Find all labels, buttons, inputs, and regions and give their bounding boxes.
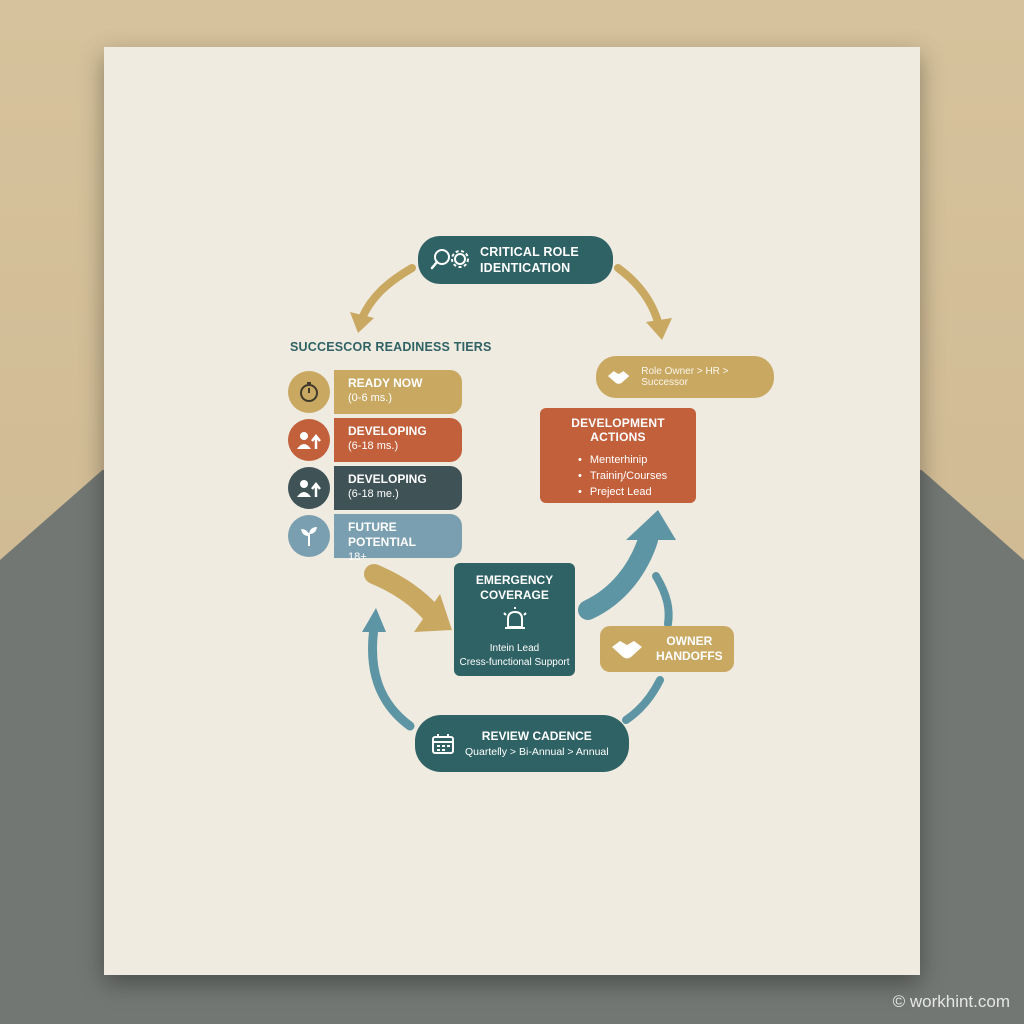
arrow-critical-to-roles	[614, 264, 662, 326]
search-gear-icon	[430, 249, 469, 270]
handshake-icon	[607, 371, 630, 384]
development-actions-title: DEVELOPMENT ACTIONS	[571, 416, 665, 444]
handoffs-line2: HANDOFFS	[656, 649, 723, 663]
poster	[104, 47, 920, 975]
arrow-critical-to-roles-head	[646, 318, 672, 340]
review-sub: Quarteſly > Bi-Annual > Annual	[465, 746, 609, 758]
tier-range: 18+	[348, 551, 367, 563]
alarm-light-icon	[502, 607, 527, 629]
review-title: REVIEW CADENCE	[481, 729, 592, 743]
critical-role-node: CRITICAL ROLE IDENTICATION	[418, 236, 613, 284]
person-growth-icon	[288, 419, 330, 461]
role-chain-label: Role Owner > HR > Successor	[641, 366, 729, 388]
tier-developing-1: DEVELOPING (6-18 ms.)	[288, 418, 462, 462]
owner-handoffs-label: OWNER HANDOFFS	[656, 634, 723, 664]
arrow-tiers-to-emergency-head	[414, 594, 452, 632]
tier-bar: FUTURE POTENTIAL 18+	[334, 514, 462, 563]
arrow-handoffs-to-review	[622, 676, 664, 724]
arrow-critical-to-tiers-head	[350, 312, 374, 333]
review-cadence-node: REVIEW CADENCE Quarteſly > Bi-Annual > A…	[415, 715, 629, 772]
arrow-review-to-tiers-head	[362, 608, 386, 632]
critical-role-line2: IDENTICATION	[480, 261, 571, 275]
critical-role-line1: CRITICAL ROLE	[480, 245, 579, 259]
tier-ready-now: READY NOW (0-6 ms.)	[288, 370, 462, 414]
arrow-review-to-tiers	[368, 623, 415, 731]
person-growth-icon	[288, 467, 330, 509]
review-label: REVIEW CADENCE Quarteſly > Bi-Annual > A…	[465, 729, 609, 758]
handoffs-line1: OWNER	[666, 634, 713, 648]
emergency-coverage-node: EMERGENCY COVERAGE Intein Lead Cress-fun…	[454, 563, 575, 676]
arrow-emergency-to-development-head	[626, 510, 676, 540]
tier-range: (6-18 ms.)	[348, 440, 399, 452]
calendar-icon	[432, 733, 454, 754]
tier-future-potential: FUTURE POTENTIAL 18+	[288, 514, 462, 563]
tier-label: DEVELOPING	[348, 424, 427, 438]
tier-developing-2: DEVELOPING (6-18 me.)	[288, 466, 462, 510]
development-action-item: Menterhinip	[578, 452, 686, 468]
tier-bar: READY NOW (0-6 ms.)	[334, 370, 462, 414]
emergency-line2: COVERAGE	[480, 588, 549, 602]
development-action-item: Trainiŋ/Courses	[578, 468, 686, 484]
tier-label: FUTURE POTENTIAL	[348, 520, 416, 549]
development-actions-list: Menterhinip Trainiŋ/Courses Preject Lead	[550, 452, 686, 500]
tier-label: READY NOW	[348, 376, 423, 390]
tier-range: (0-6 ms.)	[348, 392, 392, 404]
emergency-sub1: Intein Lead	[489, 643, 540, 654]
tier-bar: DEVELOPING (6-18 ms.)	[334, 418, 462, 462]
tier-range: (6-18 me.)	[348, 488, 399, 500]
sprout-icon	[288, 515, 330, 557]
tier-label: DEVELOPING	[348, 472, 427, 486]
emergency-line1: EMERGENCY	[475, 573, 554, 587]
handshake-icon	[612, 641, 642, 659]
tiers-title: SUCCESCOR READINESS TIERS	[290, 340, 492, 354]
watermark: © workhint.com	[892, 992, 1010, 1011]
stopwatch-icon	[288, 371, 330, 413]
tier-bar: DEVELOPING (6-18 me.)	[334, 466, 462, 510]
arrow-tiers-to-emergency	[364, 564, 442, 624]
arrow-critical-to-tiers	[358, 264, 416, 322]
emergency-sub2: Cress-functional Support	[459, 657, 570, 668]
arrow-development-to-handoffs	[652, 572, 673, 628]
owner-handoffs-node: OWNER HANDOFFS	[600, 626, 734, 672]
arrow-emergency-to-development	[578, 530, 658, 620]
development-action-item: Preject Lead	[578, 484, 686, 500]
role-chain-node: Role Owner > HR > Successor	[596, 356, 774, 398]
critical-role-label: CRITICAL ROLE IDENTICATION	[480, 244, 579, 276]
development-actions-node: DEVELOPMENT ACTIONS Menterhinip Trainiŋ/…	[540, 408, 696, 503]
